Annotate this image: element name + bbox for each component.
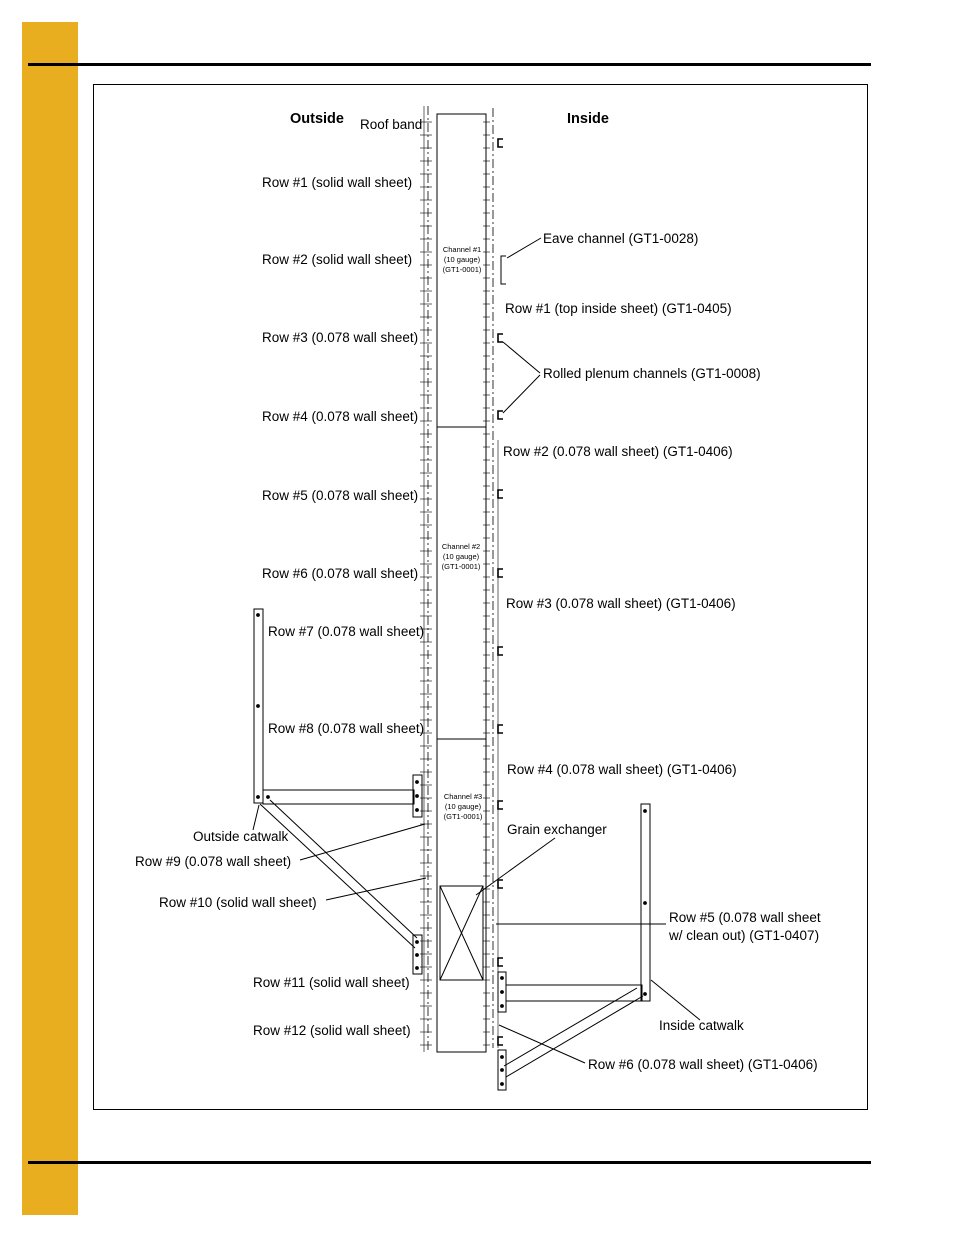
channel-3-gauge: (10 gauge) <box>445 802 482 811</box>
label-rolled-plenum: Rolled plenum channels (GT1-0008) <box>543 366 761 381</box>
channel-2-gauge: (10 gauge) <box>443 552 480 561</box>
plenum-channel-icon <box>497 1036 503 1046</box>
channel-column <box>436 113 487 1053</box>
leader-row6-inside <box>498 1024 586 1064</box>
leader-outside-catwalk <box>252 804 260 831</box>
leader-row10 <box>325 877 427 901</box>
plenum-channel-icon <box>497 800 503 810</box>
channel-1-name: Channel #1 <box>443 245 481 254</box>
outside-catwalk-deck <box>262 789 415 805</box>
inside-catwalk-deck <box>505 984 643 1002</box>
label-eave-channel: Eave channel (GT1-0028) <box>543 231 698 246</box>
inside-catwalk-brace-b <box>505 995 644 1078</box>
outside-heading: Outside <box>290 111 344 127</box>
outside-catwalk-brace-b <box>269 799 418 939</box>
label-outside-row-8: Row #8 (0.078 wall sheet) <box>268 721 424 736</box>
inside-catwalk-bracket-top <box>497 971 507 1013</box>
diagram-frame <box>93 84 868 1110</box>
plenum-channel-icon <box>497 724 503 734</box>
label-inside-row-6: Row #6 (0.078 wall sheet) (GT1-0406) <box>588 1057 818 1072</box>
leader-grain-exchanger <box>475 837 556 896</box>
page-side-tab <box>22 22 78 1215</box>
label-outside-row-7: Row #7 (0.078 wall sheet) <box>268 624 424 639</box>
label-inside-row-1: Row #1 (top inside sheet) (GT1-0405) <box>505 301 732 316</box>
plenum-channel-icon <box>497 568 503 578</box>
footer-rule <box>28 1161 871 1164</box>
plenum-channel-icon <box>497 138 503 148</box>
eave-channel <box>500 255 506 285</box>
channel-2-name: Channel #2 <box>442 542 480 551</box>
channel-1-part: (GT1-0001) <box>443 265 482 274</box>
label-outside-row-6: Row #6 (0.078 wall sheet) <box>262 566 418 581</box>
channel-3-name: Channel #3 <box>444 792 482 801</box>
label-outside-catwalk: Outside catwalk <box>193 829 289 844</box>
label-outside-row-3: Row #3 (0.078 wall sheet) <box>262 330 418 345</box>
label-inside-row-5-line1: Row #5 (0.078 wall sheet <box>669 910 821 925</box>
label-inside-row-5-line2: w/ clean out) (GT1-0407) <box>668 928 819 943</box>
plenum-channel-icon <box>497 489 503 499</box>
label-roof-band: Roof band <box>360 117 422 132</box>
label-outside-row-11: Row #11 (solid wall sheet) <box>253 975 410 990</box>
label-inside-row-4: Row #4 (0.078 wall sheet) (GT1-0406) <box>507 762 737 777</box>
outside-catwalk-bracket-top <box>412 774 423 818</box>
channel-1-gauge: (10 gauge) <box>444 255 481 264</box>
plenum-channel-icon <box>497 333 503 343</box>
grain-exchanger <box>439 885 484 981</box>
leader-plenum-b <box>502 374 541 414</box>
label-inside-catwalk: Inside catwalk <box>659 1018 744 1033</box>
outside-catwalk-brace-a <box>259 803 416 949</box>
outside-catwalk-bracket-bottom <box>412 934 423 975</box>
label-outside-row-4: Row #4 (0.078 wall sheet) <box>262 409 418 424</box>
leader-inside-catwalk <box>650 979 701 1021</box>
plenum-channel-icon <box>497 410 503 420</box>
inside-catwalk-bracket-bottom <box>497 1049 507 1091</box>
label-outside-row-9: Row #9 (0.078 wall sheet) <box>135 854 291 869</box>
leader-eave-channel <box>506 237 542 259</box>
label-outside-row-2: Row #2 (solid wall sheet) <box>262 252 412 267</box>
label-inside-row-3: Row #3 (0.078 wall sheet) (GT1-0406) <box>506 596 736 611</box>
inside-heading: Inside <box>567 111 609 127</box>
label-outside-row-5: Row #5 (0.078 wall sheet) <box>262 488 418 503</box>
label-outside-row-10: Row #10 (solid wall sheet) <box>159 895 317 910</box>
header-rule <box>28 63 871 66</box>
inside-catwalk-brace-a <box>503 987 638 1067</box>
channel-3-part: (GT1-0001) <box>444 812 483 821</box>
plenum-channel-icon <box>497 957 503 967</box>
leader-row9 <box>299 823 426 861</box>
plenum-channel-icon <box>497 646 503 656</box>
label-outside-row-12: Row #12 (solid wall sheet) <box>253 1023 411 1038</box>
label-outside-row-1: Row #1 (solid wall sheet) <box>262 175 412 190</box>
plenum-channel-icon <box>497 879 503 889</box>
inside-catwalk-post <box>640 803 651 1002</box>
outside-catwalk-post <box>253 608 264 804</box>
label-grain-exchanger: Grain exchanger <box>507 822 607 837</box>
label-inside-row-2: Row #2 (0.078 wall sheet) (GT1-0406) <box>503 444 733 459</box>
channel-2-part: (GT1-0001) <box>442 562 481 571</box>
leader-plenum-a <box>502 341 541 374</box>
